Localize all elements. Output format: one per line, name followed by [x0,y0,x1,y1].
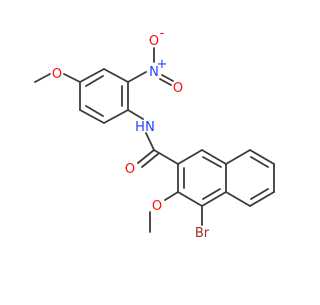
atom-labels: O N + O - O N H O O Br [52,26,210,241]
naph-b-double-1 [250,156,269,168]
naph-b-5 [225,191,251,207]
ring1-double-3 [85,105,104,117]
charge-n-nitro: + [157,57,168,72]
naph-b-1 [225,149,251,165]
naph-a-double-3 [202,188,221,200]
bond-n-o-right-2 [159,78,172,86]
naph-a-double-2 [202,156,222,168]
naph-b-2 [249,149,275,165]
atom-br: Br [195,226,210,241]
bonds [34,47,275,233]
bond-ring-n-amide [127,109,144,120]
atom-n-amide: N [145,120,155,135]
naph-a-4 [201,191,227,207]
atom-o-nitro-top: O [149,34,159,49]
bond-ring-o-bottom [164,191,179,201]
naph-b-double-2 [250,188,269,200]
ring1-bond-a [79,68,105,83]
atom-h-amide: H [135,120,145,135]
bond-methyl-o-top [34,73,51,83]
atom-o-carbonyl: O [125,162,135,177]
bond-o-ring-top [63,73,81,83]
ring1-bond-d [103,109,129,124]
naph-a-2 [201,149,227,165]
molecule-structure-diagram: O N + O - O N H O O Br [34,26,275,241]
atom-o-nitro-right: O [173,81,183,96]
bond-c-naph [153,149,179,165]
atom-o-methoxy-bottom: O [152,199,162,214]
naph-b-4 [249,191,275,207]
bond-c-o-1 [137,149,155,164]
atom-n-nitro: N [149,65,159,80]
bond-ring-n-nitro [127,71,147,83]
atom-o-methoxy-top: O [52,67,62,82]
bond-c-o-2 [141,153,159,168]
bond-n-c-carbonyl [145,132,155,151]
naph-a-1 [177,149,203,165]
molecule-svg: O N + O - O N H O O Br [34,26,275,241]
charge-o-nitro-top: - [160,26,165,41]
ring1-bond-b [103,68,129,83]
ring1-double-1 [85,75,104,87]
ring1-bond-e [79,109,105,124]
bond-n-o-right-1 [161,74,174,82]
naph-a-5 [177,191,203,207]
